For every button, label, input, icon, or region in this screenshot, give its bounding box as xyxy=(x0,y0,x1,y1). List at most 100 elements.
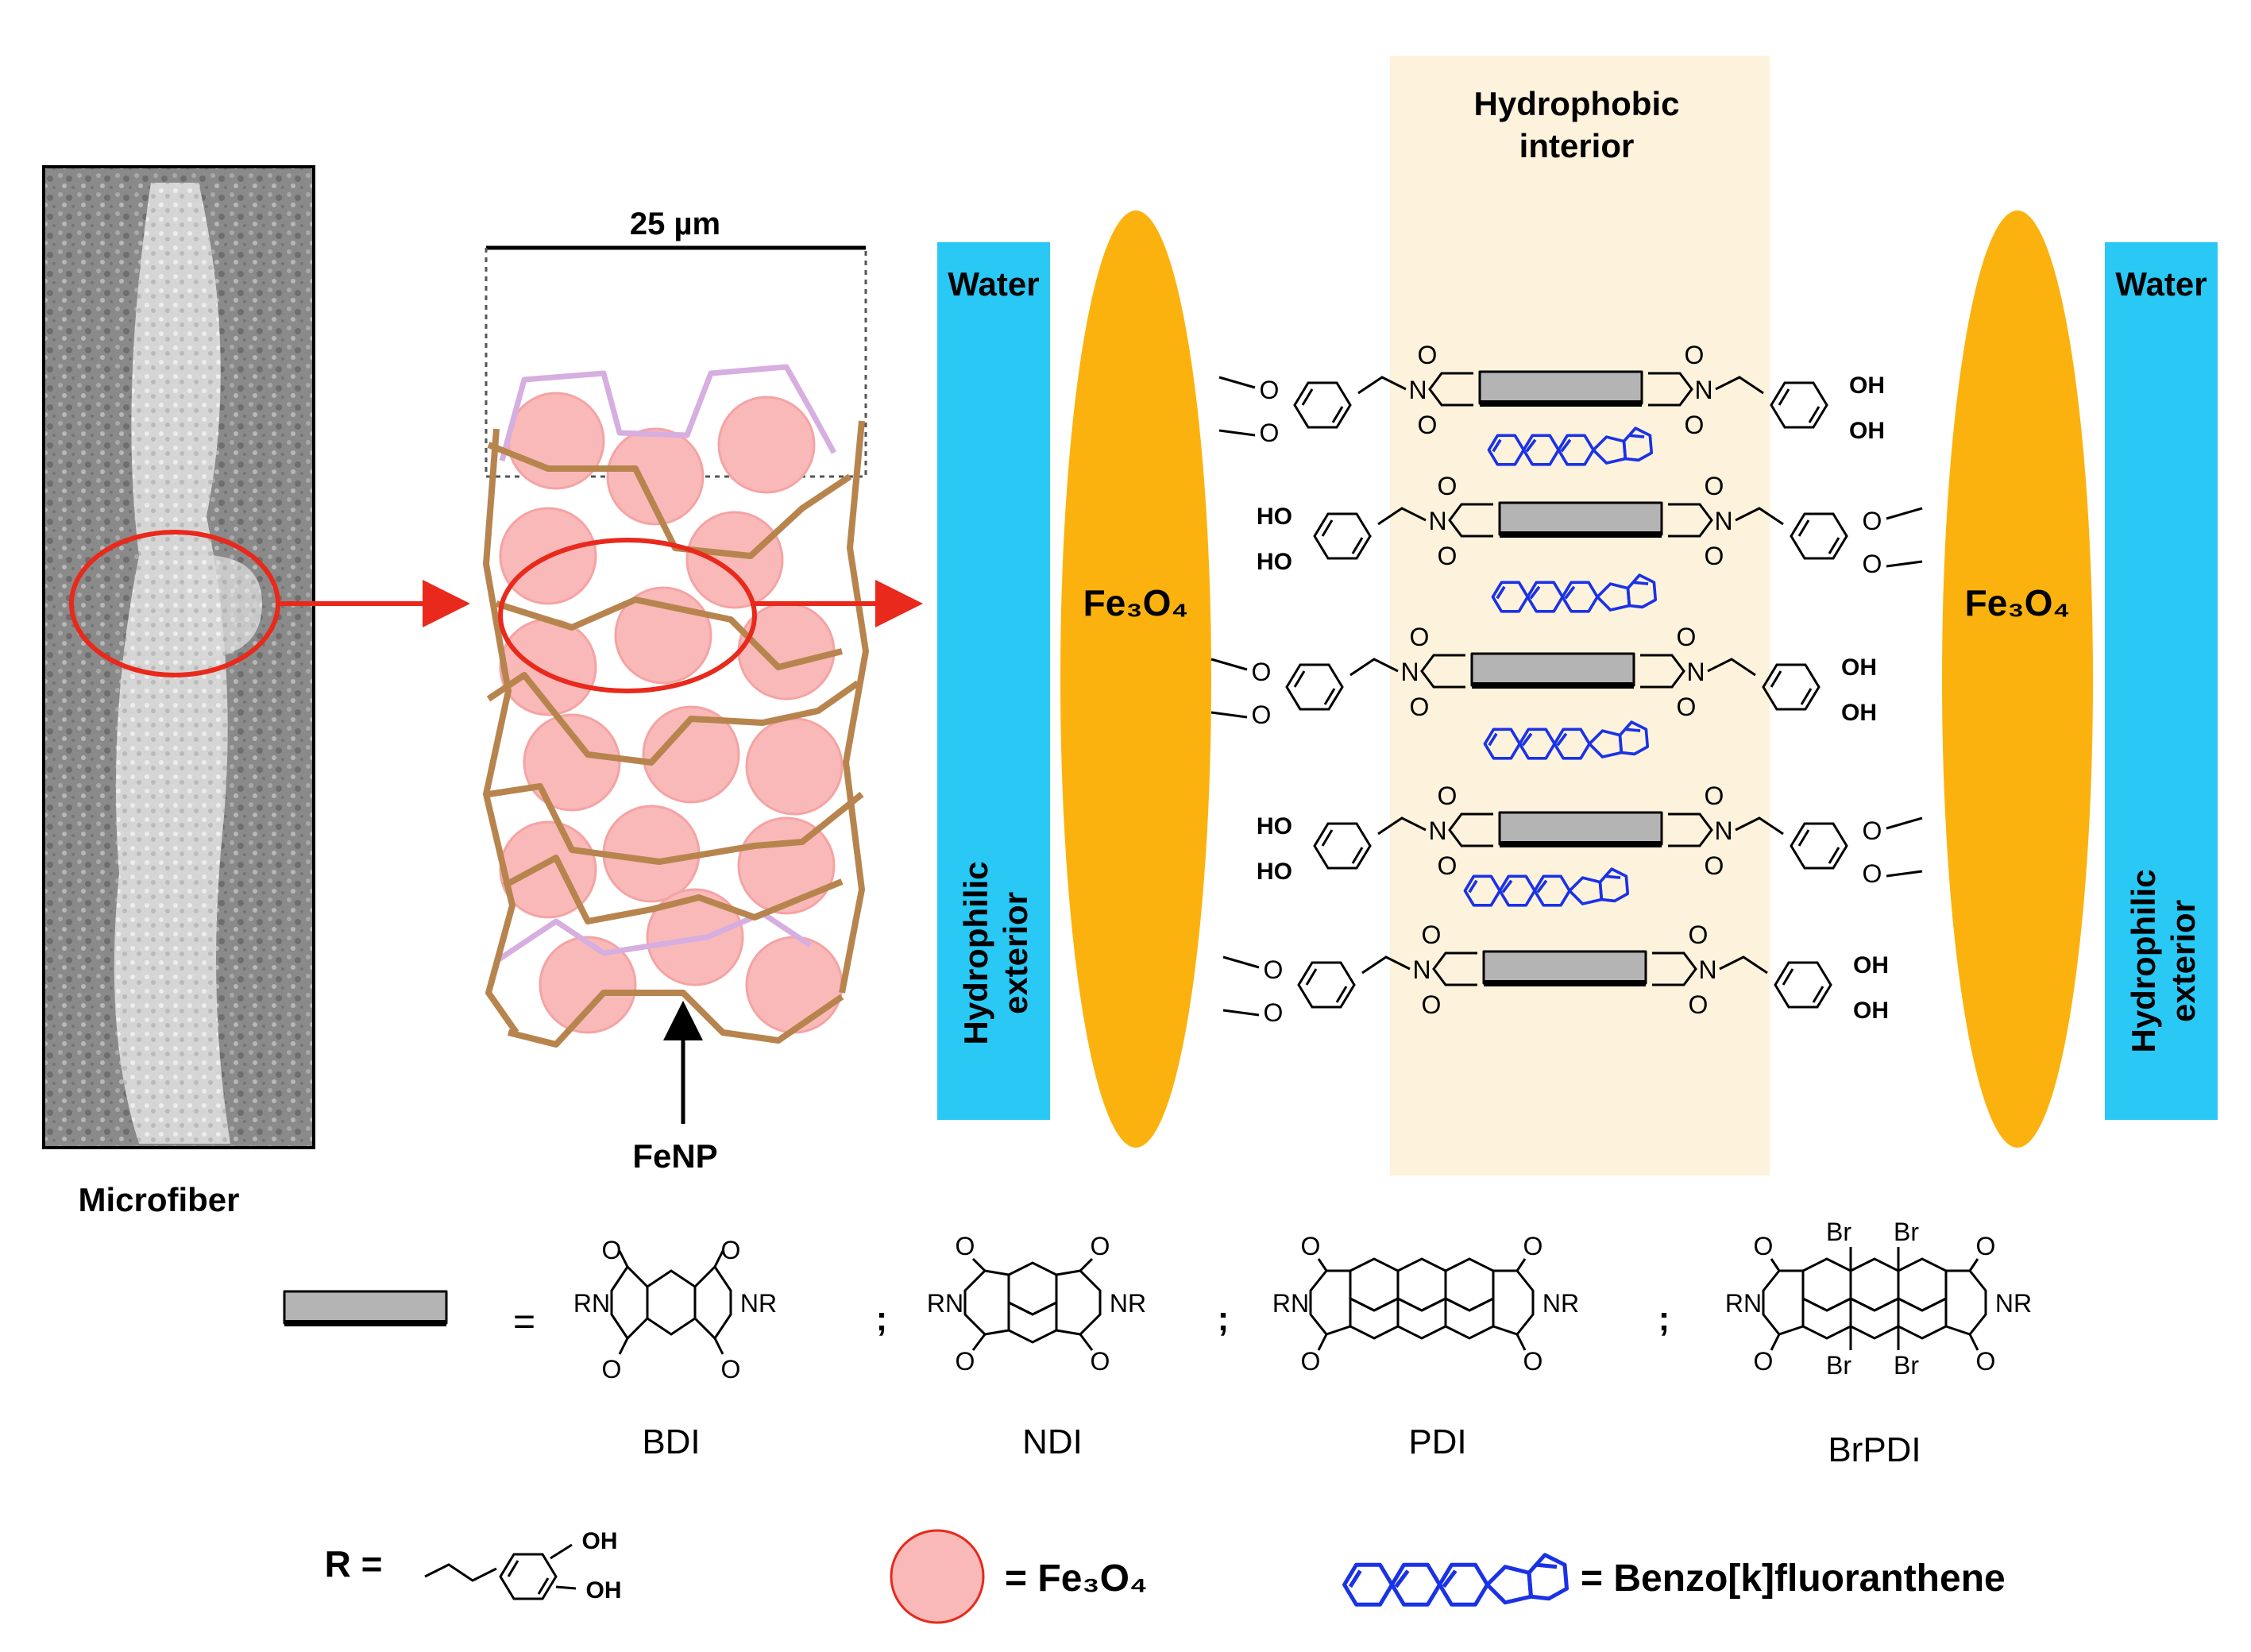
imide-oxygen: O xyxy=(1422,990,1442,1019)
fiber-strands-back xyxy=(495,364,837,963)
nanoparticle xyxy=(539,936,637,1034)
bdi-name: BDI xyxy=(642,1422,700,1461)
hydroxyl: OH xyxy=(1849,372,1885,399)
ndi-oxygen: O xyxy=(956,1347,975,1376)
imide-oxygen: O xyxy=(1418,341,1438,369)
core-slab xyxy=(1472,654,1634,685)
r-group-ring xyxy=(499,1553,558,1600)
benzofluoranthene-label: = Benzo[k]fluoranthene xyxy=(1581,1557,2006,1600)
exterior-label-right-line1: Hydrophilic xyxy=(2125,869,2162,1052)
ether-oxygen: O xyxy=(1863,507,1882,535)
hydroxyl: OH xyxy=(1849,418,1885,444)
brpdi-bromine: Br xyxy=(1894,1351,1919,1380)
sem-panel: Microfiber xyxy=(42,165,315,1218)
nanoparticle xyxy=(606,427,705,526)
assembly-panel: Hydrophobic interior Water Hydrophilic e… xyxy=(937,56,2218,1175)
imide-nitrogen: N xyxy=(1714,816,1732,845)
hydroxyl: HO xyxy=(1257,549,1292,575)
ether-oxygen: O xyxy=(1252,658,1272,686)
hydroxyl: HO xyxy=(1257,504,1292,530)
brpdi-oxygen: O xyxy=(1754,1347,1774,1376)
aryl-ring xyxy=(1293,381,1352,429)
hydroxyl: OH xyxy=(1841,700,1877,726)
brpdi-bromine: Br xyxy=(1826,1218,1851,1246)
imide-oxygen: O xyxy=(1418,411,1438,439)
brpdi-name: BrPDI xyxy=(1828,1430,1921,1469)
nanoparticle xyxy=(717,396,816,494)
fe3o4-label-left: Fe₃O₄ xyxy=(1083,582,1189,623)
imide-left xyxy=(1432,951,1477,986)
imide-oxygen: O xyxy=(1438,851,1458,880)
scale-label: 25 µm xyxy=(630,206,720,241)
imide-oxygen: O xyxy=(1685,341,1705,369)
imide-nitrogen: N xyxy=(1408,376,1427,404)
ether-oxygen: O xyxy=(1260,376,1280,404)
imide-oxygen: O xyxy=(1705,472,1724,500)
hydroxyl: OH xyxy=(1853,952,1889,978)
aryl-ring xyxy=(1313,512,1372,560)
imide-oxygen: O xyxy=(1438,472,1458,500)
r-group-label: R = xyxy=(325,1543,383,1584)
imide-nitrogen: N xyxy=(1428,816,1446,845)
ndi-name: NDI xyxy=(1022,1422,1083,1461)
hydroxyl: HO xyxy=(1257,813,1292,840)
pdi-oxygen: O xyxy=(1301,1232,1321,1260)
nanoparticle xyxy=(507,392,605,490)
hydroxyl: HO xyxy=(1257,859,1292,885)
water-bar-right xyxy=(2105,242,2218,1120)
pdi-name: PDI xyxy=(1408,1422,1466,1461)
pdi-nr: NR xyxy=(1542,1289,1579,1318)
water-bar-left xyxy=(937,242,1050,1120)
core-legend: = O O O O RN NR BDI ; O xyxy=(284,1218,2032,1469)
legend-equals: = xyxy=(513,1301,535,1343)
interior-label-line1: Hydrophobic xyxy=(1474,85,1680,122)
imide-left xyxy=(1420,654,1465,689)
water-label-right: Water xyxy=(2115,265,2207,303)
imide-right xyxy=(1668,812,1713,847)
brpdi-nr: NR xyxy=(1995,1289,2032,1318)
imide-nitrogen: N xyxy=(1412,955,1431,984)
core-slab-symbol xyxy=(284,1291,446,1323)
ndi-nr: NR xyxy=(1110,1289,1146,1318)
pdi-oxygen: O xyxy=(1523,1347,1543,1376)
aryl-ring xyxy=(1790,512,1848,560)
imide-nitrogen: N xyxy=(1714,507,1732,535)
r-group-hydroxyl: OH xyxy=(586,1577,622,1604)
pdi-rn: RN xyxy=(1272,1289,1309,1318)
imide-oxygen: O xyxy=(1705,542,1724,570)
legend-separator: ; xyxy=(876,1299,888,1338)
sem-highlight-ellipse xyxy=(69,530,280,677)
imide-right xyxy=(1640,654,1685,689)
imide-oxygen: O xyxy=(1410,623,1430,651)
imide-oxygen: O xyxy=(1689,990,1709,1019)
bdi-structure xyxy=(610,1250,732,1355)
imide-oxygen: O xyxy=(1677,623,1697,651)
ether-oxygen: O xyxy=(1863,859,1882,888)
molecule-row xyxy=(1210,654,1820,719)
imide-nitrogen: N xyxy=(1698,955,1716,984)
scale-dashed-box xyxy=(485,248,867,478)
fe3o4-sphere-symbol xyxy=(890,1529,985,1624)
aryl-ring xyxy=(1770,381,1828,429)
imide-oxygen: O xyxy=(1438,782,1458,810)
ndi-rn: RN xyxy=(927,1289,963,1318)
brpdi-oxygen: O xyxy=(1976,1232,1996,1260)
imide-nitrogen: N xyxy=(1428,507,1446,535)
pdi-structure xyxy=(1309,1257,1535,1351)
bdi-oxygen: O xyxy=(602,1355,622,1384)
imide-left xyxy=(1448,503,1493,538)
water-label-left: Water xyxy=(948,265,1039,303)
molecule-row xyxy=(1313,812,1923,878)
aryl-ring xyxy=(1790,822,1848,870)
imide-oxygen: O xyxy=(1677,693,1697,721)
ether-oxygen: O xyxy=(1264,998,1284,1027)
imide-oxygen: O xyxy=(1410,693,1430,721)
bdi-rn: RN xyxy=(573,1289,610,1318)
exterior-label-right-line2: exterior xyxy=(2164,900,2202,1022)
hydroxyl: OH xyxy=(1853,998,1889,1024)
interior-label-line2: interior xyxy=(1519,127,1635,164)
brpdi-bromine: Br xyxy=(1826,1351,1851,1380)
brpdi-rn: RN xyxy=(1725,1289,1762,1318)
symbol-legend: R = OH OH = Fe₃O₄ = Benzo[k]fluoranthene xyxy=(325,1528,2006,1624)
